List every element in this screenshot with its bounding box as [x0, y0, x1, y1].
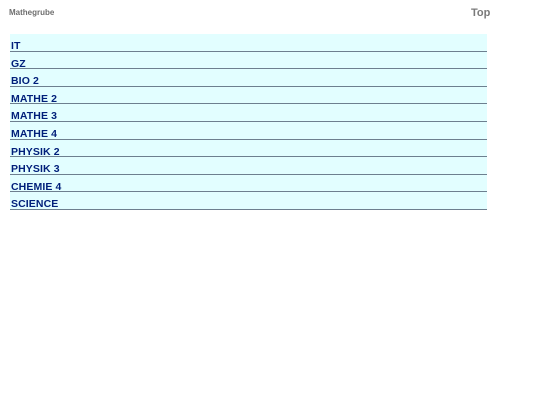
site-name: Mathegrube [9, 8, 55, 17]
nav-item-label: BIO 2 [11, 75, 39, 88]
nav-item-physik-3[interactable]: PHYSIK 3 [10, 157, 487, 175]
nav-item-label: IT [11, 40, 21, 52]
nav-item-mathe-3[interactable]: MATHE 3 [10, 104, 487, 122]
nav-item-label: PHYSIK 2 [11, 145, 60, 158]
nav-item-science[interactable]: SCIENCE [10, 192, 487, 210]
nav-item-label: CHEMIE 4 [11, 180, 62, 193]
nav-item-label: MATHE 4 [11, 127, 58, 140]
nav-item-mathe-2[interactable]: MATHE 2 [10, 86, 487, 105]
subject-nav-list: IT GZ BIO 2 MATHE 2 MATHE 3 MATHE 4 PHYS… [10, 34, 487, 210]
nav-item-bio-2[interactable]: BIO 2 [10, 69, 487, 87]
top-link[interactable]: Top [471, 7, 491, 19]
nav-item-label: PHYSIK 3 [11, 163, 60, 176]
nav-item-gz[interactable]: GZ [10, 51, 487, 70]
nav-item-label: MATHE 3 [11, 110, 58, 123]
nav-item-label: SCIENCE [11, 198, 59, 211]
nav-item-label: MATHE 2 [11, 92, 58, 105]
nav-item-mathe-4[interactable]: MATHE 4 [10, 121, 487, 140]
nav-item-chemie-4[interactable]: CHEMIE 4 [10, 174, 487, 193]
nav-item-physik-2[interactable]: PHYSIK 2 [10, 139, 487, 158]
nav-item-label: GZ [11, 57, 26, 70]
nav-item-it[interactable]: IT [10, 34, 487, 52]
